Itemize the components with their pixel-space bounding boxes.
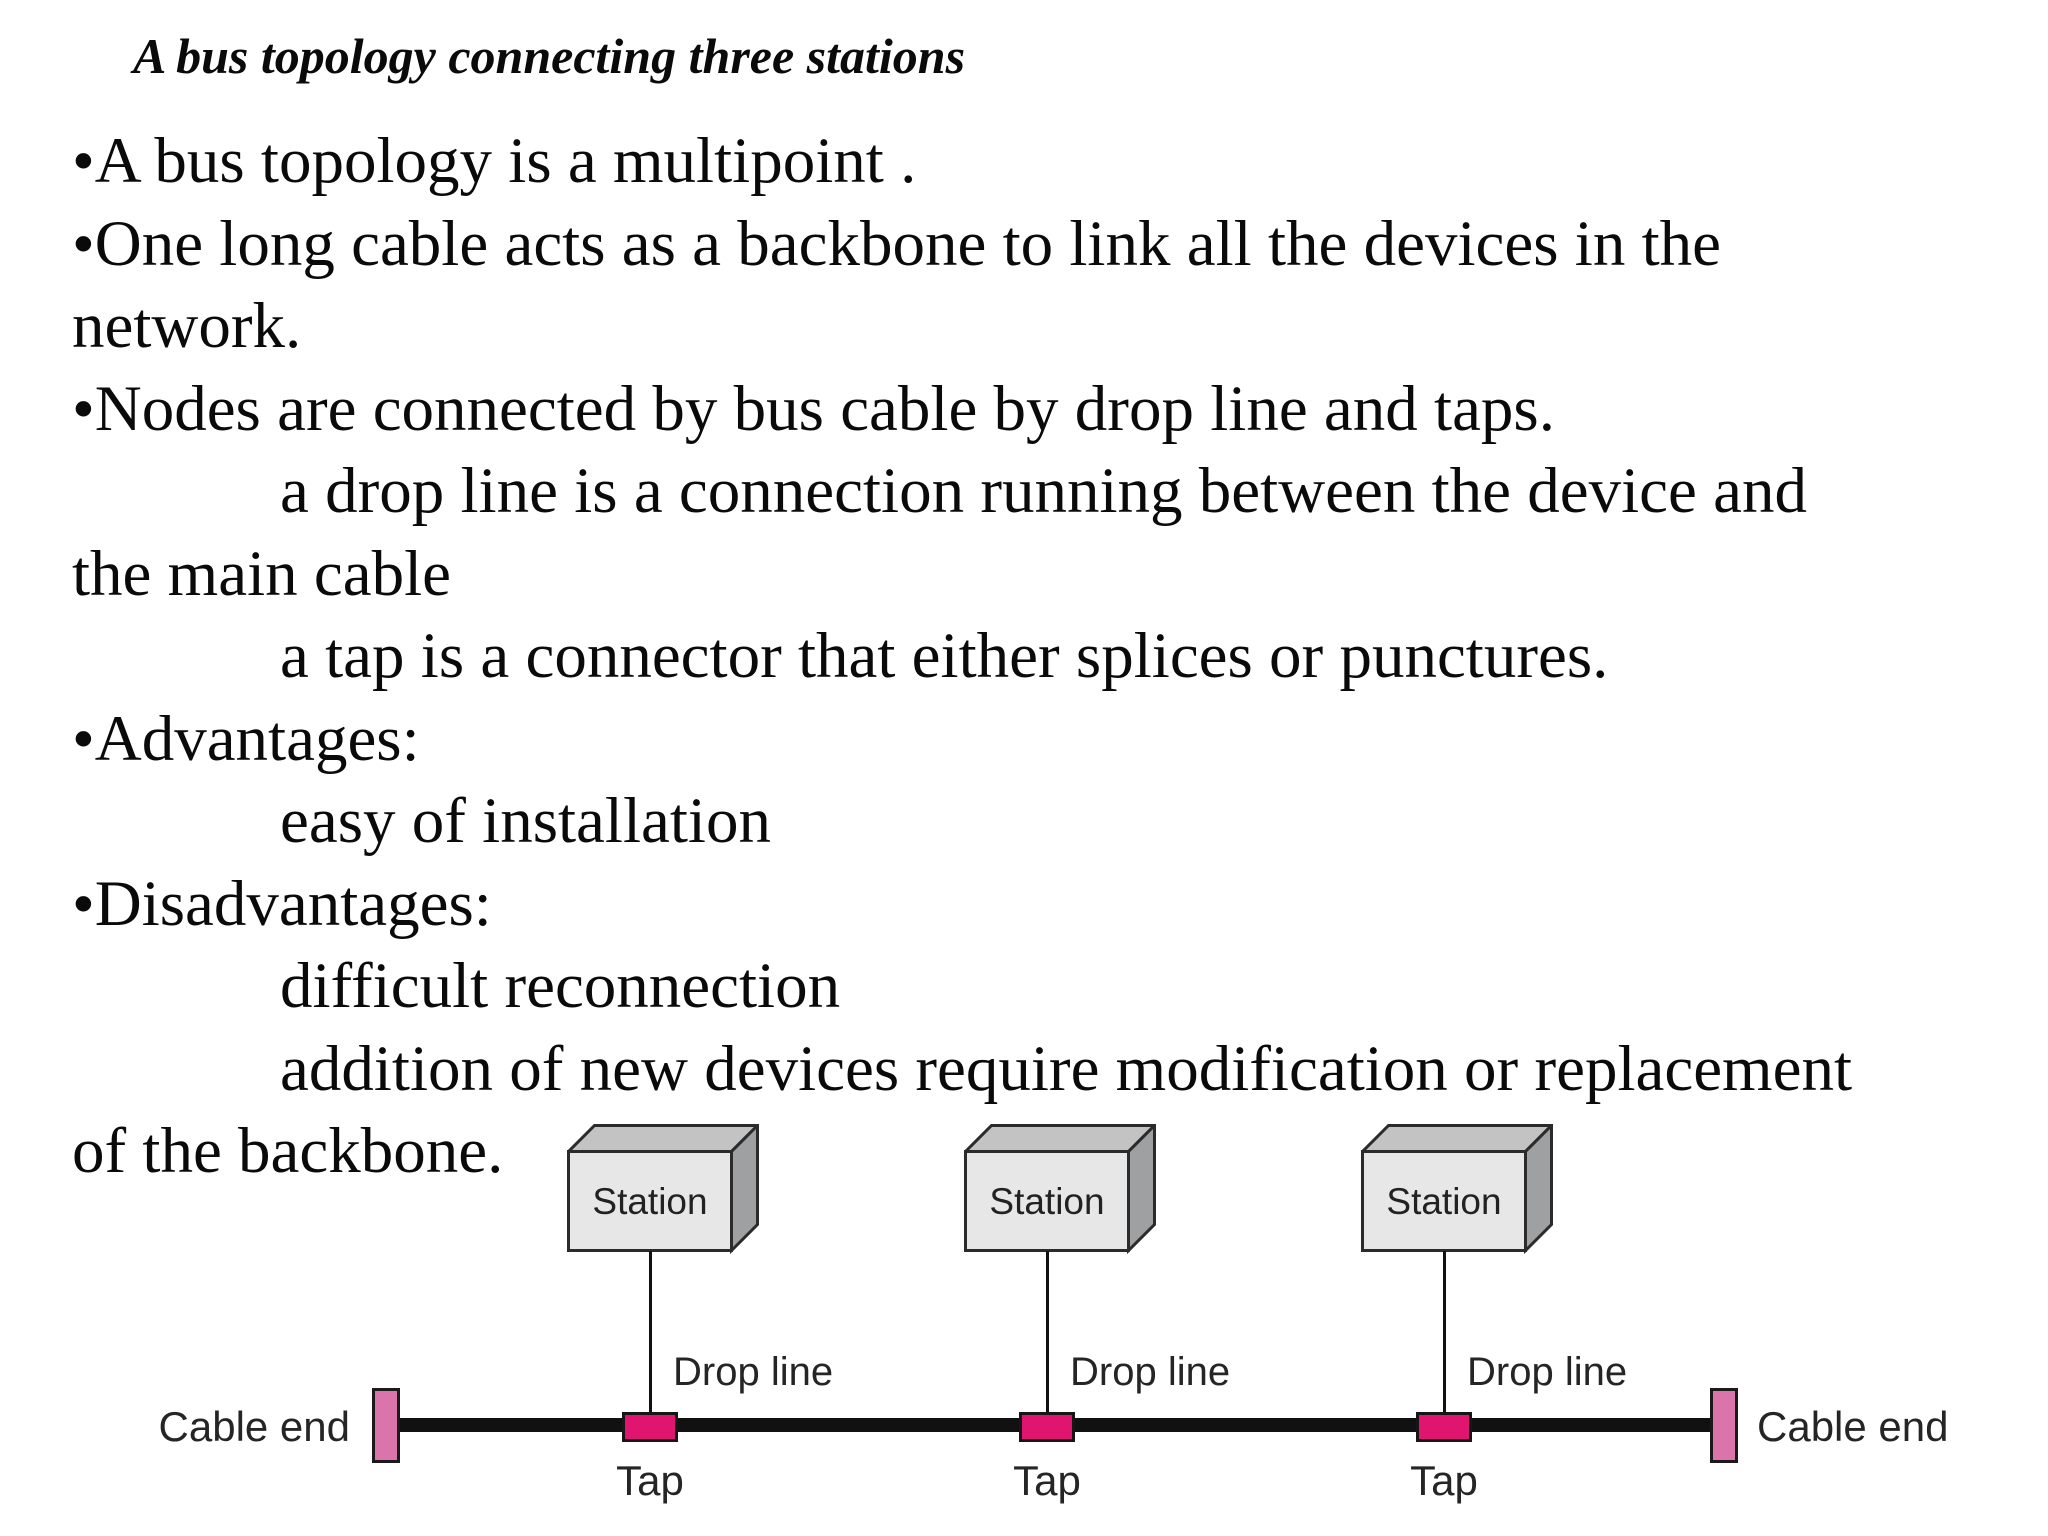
cable-end-label-left: Cable end bbox=[158, 1403, 350, 1450]
drop-line bbox=[648, 1251, 652, 1412]
tap-connector bbox=[622, 1412, 678, 1442]
drop-line-label: Drop line bbox=[673, 1350, 834, 1394]
cable-end-terminator-left bbox=[372, 1388, 400, 1463]
body-line: •One long cable acts as a backbone to li… bbox=[72, 207, 1721, 280]
drop-line bbox=[1442, 1251, 1446, 1412]
body-line: easy of installation bbox=[280, 785, 771, 857]
drop-line bbox=[1045, 1251, 1049, 1412]
body-line: of the backbone. bbox=[72, 1115, 504, 1187]
body-line: •Advantages: bbox=[72, 702, 420, 775]
station-box-front-face bbox=[1361, 1150, 1527, 1252]
body-text: •A bus topology is a multipoint . •One lo… bbox=[72, 120, 2048, 1193]
tap-label: Tap bbox=[616, 1457, 684, 1504]
drop-line-label: Drop line bbox=[1467, 1350, 1628, 1394]
tap-label: Tap bbox=[1410, 1457, 1478, 1504]
body-line: difficult reconnection bbox=[280, 950, 841, 1022]
tap-label: Tap bbox=[1013, 1457, 1081, 1504]
station-label: Station bbox=[592, 1181, 707, 1222]
cable-end-terminator-right bbox=[1710, 1388, 1738, 1463]
station-box: Station bbox=[567, 1124, 759, 1255]
station-label: Station bbox=[1386, 1181, 1501, 1222]
body-line: •A bus topology is a multipoint . bbox=[72, 125, 917, 197]
body-line: addition of new devices require modifica… bbox=[280, 1032, 1853, 1105]
tap-connector bbox=[1416, 1412, 1472, 1442]
station-box: Station bbox=[964, 1124, 1156, 1255]
cable-end-label-right: Cable end bbox=[1757, 1403, 1949, 1450]
station-box-top-face bbox=[1361, 1124, 1553, 1153]
drop-line-label: Drop line bbox=[1070, 1350, 1231, 1394]
body-line: a tap is a connector that either splices… bbox=[280, 620, 1609, 692]
station-box-top-face bbox=[964, 1124, 1156, 1153]
body-line: network. bbox=[72, 290, 302, 362]
body-line: the main cable bbox=[72, 537, 451, 610]
body-line: •Disadvantages: bbox=[72, 867, 492, 940]
tap-connector bbox=[1019, 1412, 1075, 1442]
station-box-top-face bbox=[567, 1124, 759, 1153]
slide-title: A bus topology connecting three stations bbox=[133, 28, 966, 84]
body-line: a drop line is a connection running betw… bbox=[280, 455, 1807, 527]
body-line: •Nodes are connected by bus cable by dro… bbox=[72, 372, 1555, 445]
station-box-front-face bbox=[964, 1150, 1130, 1252]
station-box-front-face bbox=[567, 1150, 733, 1252]
station-label: Station bbox=[989, 1181, 1104, 1222]
station-box: Station bbox=[1361, 1124, 1553, 1255]
